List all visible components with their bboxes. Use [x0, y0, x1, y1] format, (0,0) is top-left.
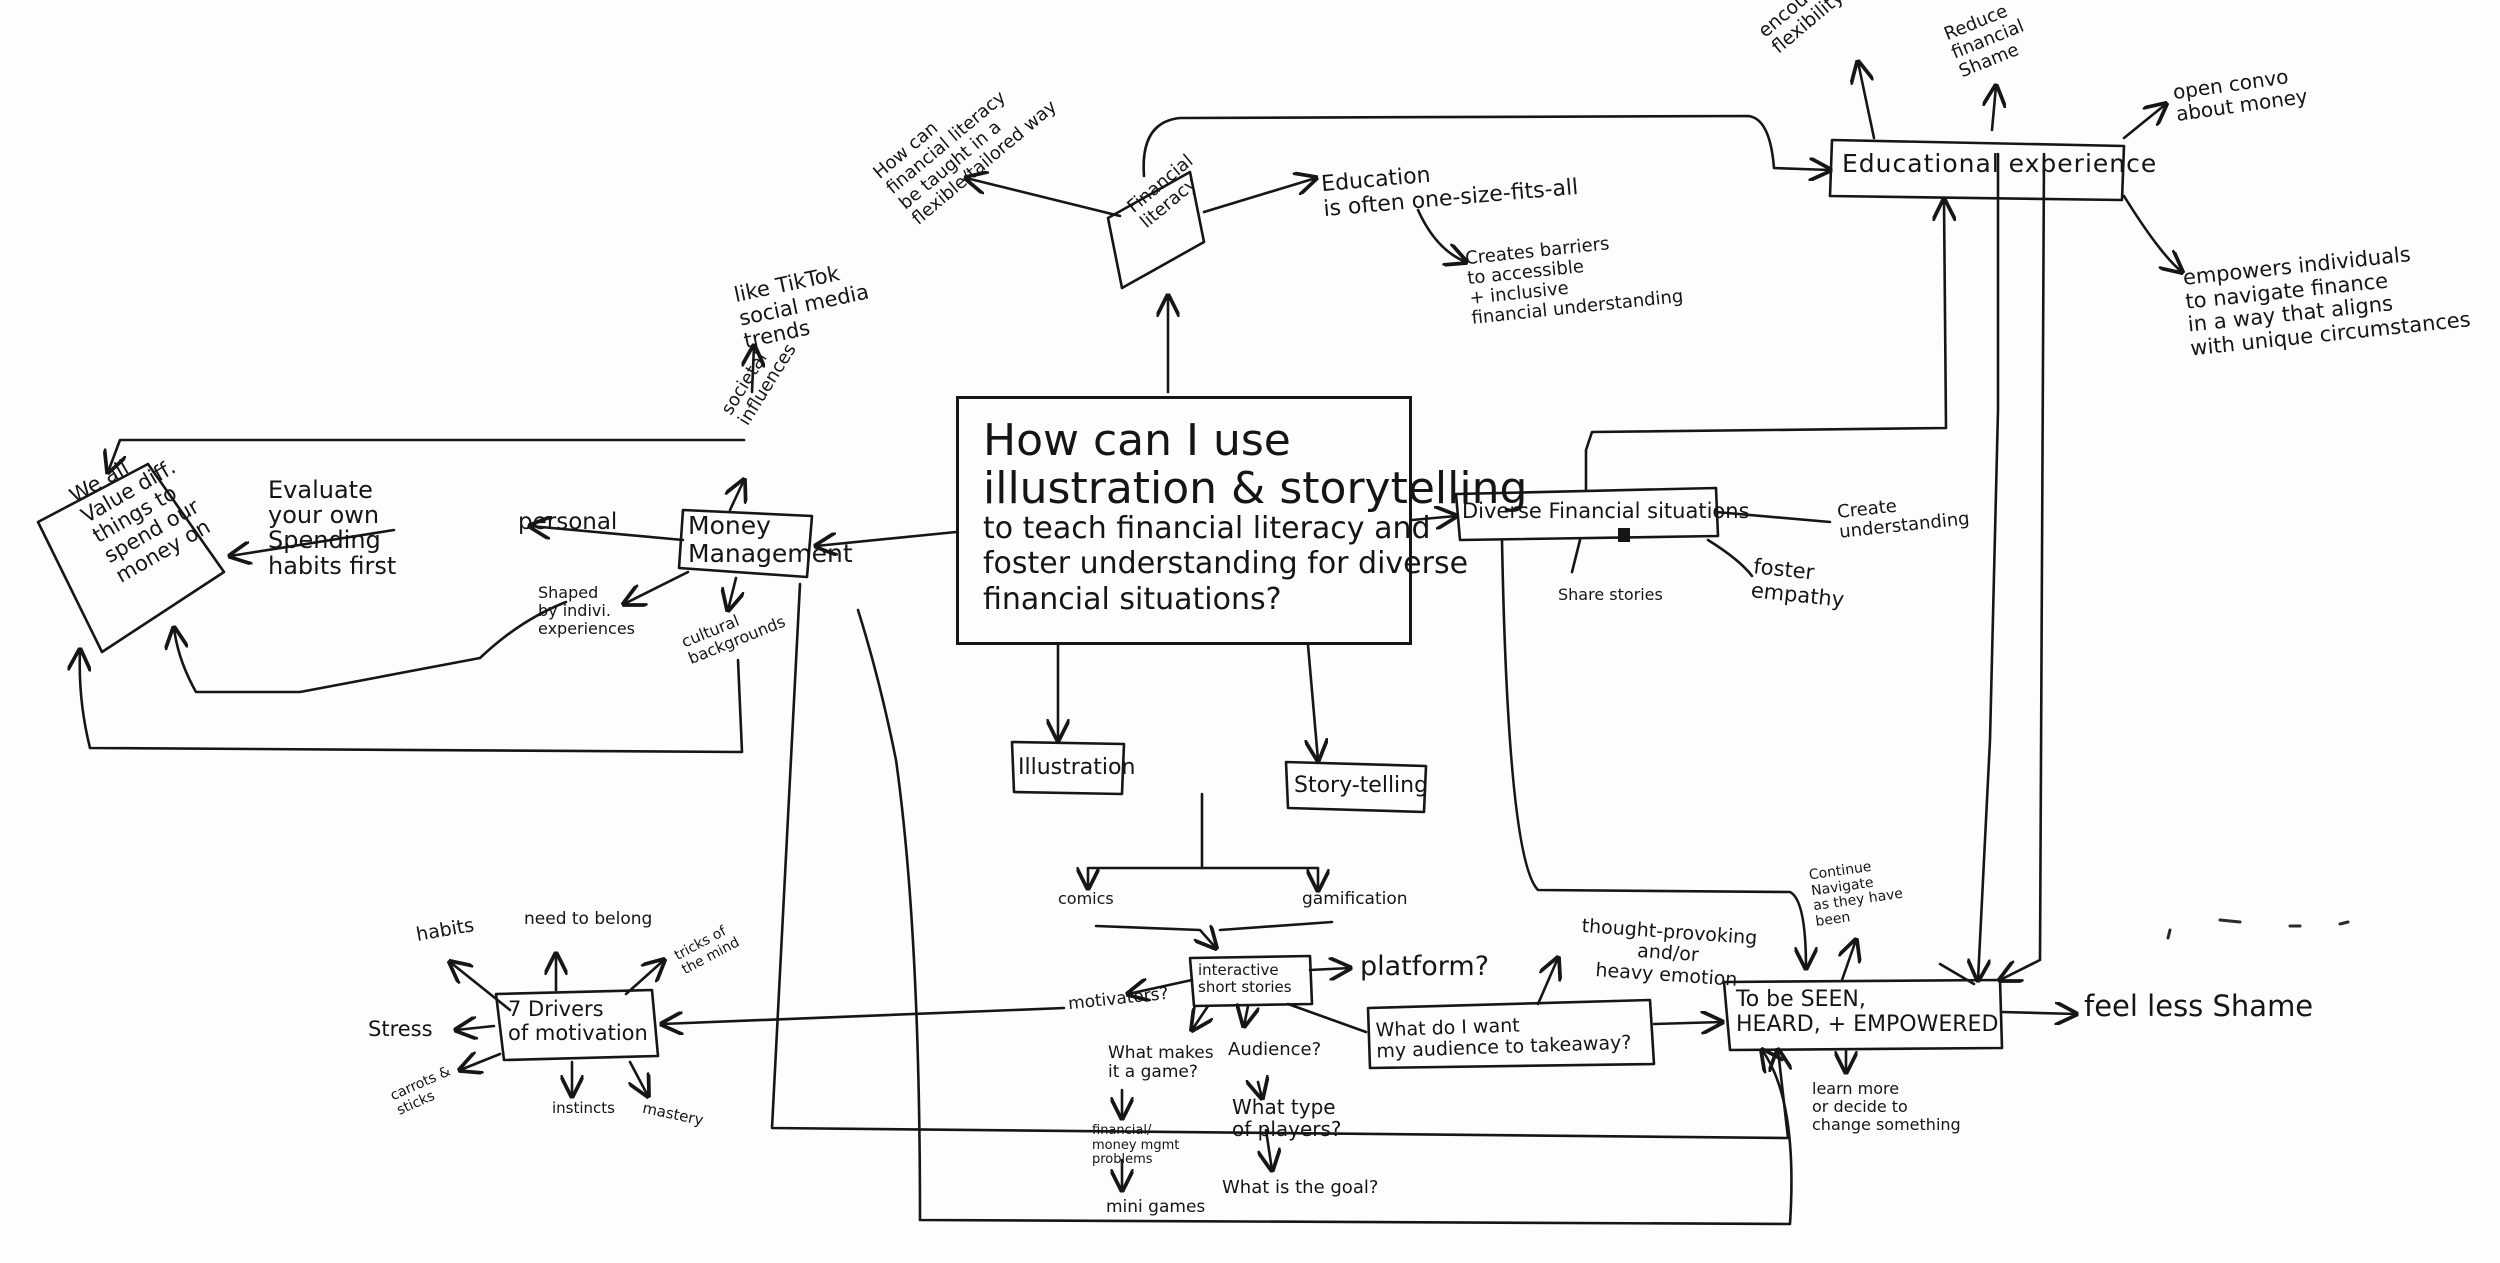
illustration-box — [1010, 740, 1126, 796]
we-all-value-box — [36, 462, 226, 654]
takeaway-box — [1366, 998, 1656, 1070]
storytelling-node: Story-telling — [1294, 773, 1429, 798]
personal-node: personal — [518, 509, 618, 535]
money-management-node: Money Management — [688, 511, 853, 568]
audience-note: Audience? — [1228, 1039, 1322, 1060]
seven-drivers-box — [494, 988, 660, 1062]
central-question-title: How can I use illustration & storytellin… — [983, 417, 1527, 512]
money-management-box — [677, 508, 814, 579]
mini-games-note: mini games — [1106, 1197, 1206, 1217]
shaped-by-experiences-node: Shaped by indivi. experiences — [538, 583, 636, 638]
share-stories-note: Share stories — [1558, 585, 1663, 604]
central-question-line1: How can I use — [983, 415, 1291, 466]
interactive-box — [1188, 954, 1314, 1008]
what-is-goal-note: What is the goal? — [1222, 1177, 1379, 1198]
what-type-players-note: What type of players? — [1232, 1095, 1342, 1142]
central-question-box: How can I use illustration & storytellin… — [956, 396, 1527, 645]
continue-navigate-note: Continue Navigate as they have been — [1807, 858, 1905, 931]
comics-node: comics — [1058, 889, 1114, 908]
seen-heard-empowered-node: To be SEEN, HEARD, + EMPOWERED — [1736, 987, 1999, 1037]
interactive-short-stories-node: interactive short stories — [1198, 961, 1292, 996]
money-problems-note: financial/ money mgmt problems — [1092, 1123, 1180, 1168]
foster-empathy-note: foster empathy — [1749, 554, 1846, 612]
seven-drivers-node: 7 Drivers of motivation — [508, 997, 648, 1045]
feel-less-shame-node: feel less Shame — [2084, 989, 2314, 1023]
what-makes-game-note: What makes it a game? — [1108, 1043, 1214, 1083]
educational-experience-node: Educational experience — [1842, 149, 2158, 178]
thought-provoking-note: thought-provoking and/or heavy emotion — [1580, 914, 1758, 991]
gamification-node: gamification — [1302, 889, 1408, 909]
illustration-node: Illustration — [1018, 755, 1136, 780]
central-question-line2: illustration & storytelling — [983, 462, 1528, 514]
financial-literacy-box — [1106, 170, 1206, 290]
stress-note: Stress — [368, 1017, 433, 1041]
learn-more-note: learn more or decide to change something — [1812, 1079, 1961, 1134]
seen-heard-box — [1722, 978, 2004, 1052]
platform-note: platform? — [1360, 951, 1490, 982]
need-to-belong-note: need to belong — [524, 909, 653, 929]
instincts-note: instincts — [552, 1099, 615, 1117]
evaluate-spending-node: Evaluate your own Spending habits first — [268, 476, 397, 580]
storytelling-box — [1284, 760, 1428, 814]
central-question-rest: to teach financial literacy and foster u… — [983, 511, 1469, 617]
diverse-situations-node: Diverse Financial situations — [1462, 499, 1750, 523]
takeaway-node: What do I want my audience to takeaway? — [1375, 1014, 1632, 1063]
